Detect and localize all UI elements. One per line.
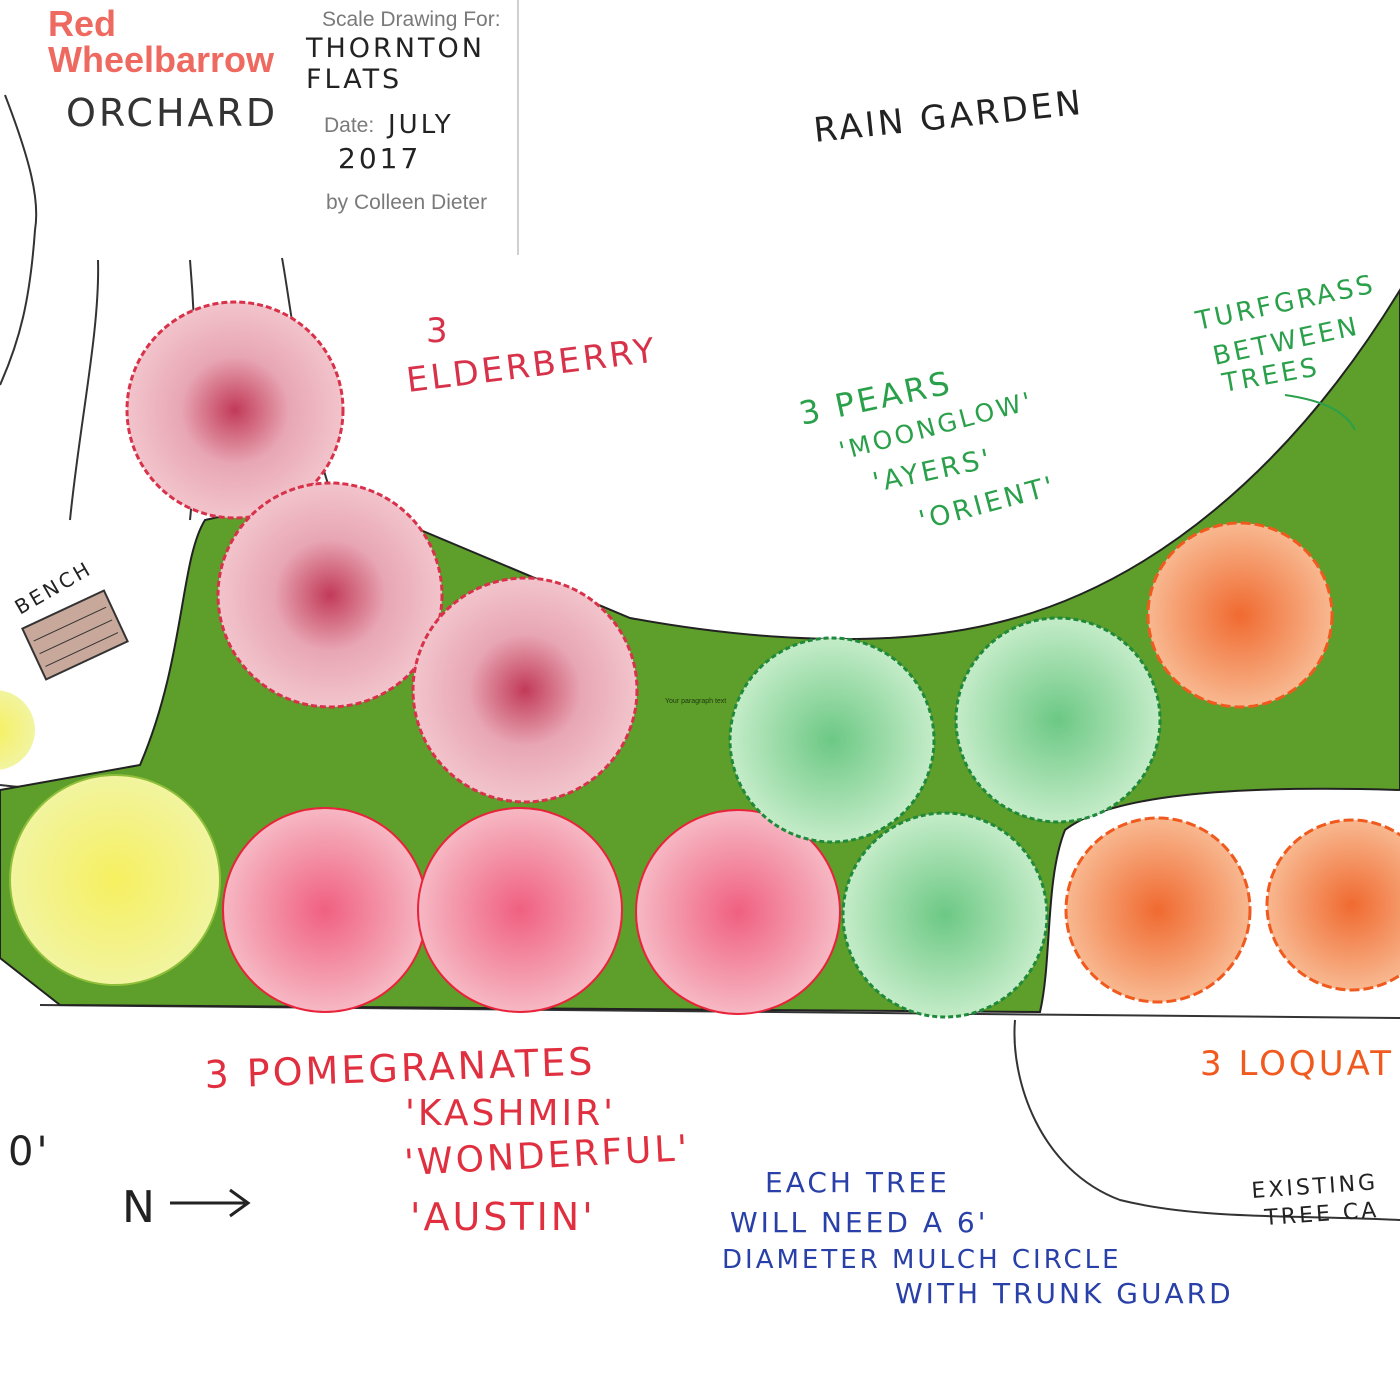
north-arrow-icon bbox=[170, 1188, 251, 1218]
author: by Colleen Dieter bbox=[326, 191, 487, 214]
date-line1: JULY bbox=[386, 110, 454, 140]
paragraph-placeholder: Your paragraph text bbox=[665, 698, 726, 705]
loquats-label: 3 LOQUAT bbox=[1200, 1044, 1394, 1084]
date-label: Date: bbox=[324, 114, 374, 137]
elderberry-tree bbox=[216, 481, 444, 709]
note-line: WITH TRUNK GUARD bbox=[895, 1277, 1234, 1310]
pomegranate-tree bbox=[417, 807, 623, 1013]
pomegranate-variety: 'AUSTIN' bbox=[410, 1195, 596, 1239]
loquat-trees bbox=[1064, 521, 1400, 1004]
bench-icon bbox=[21, 589, 129, 681]
existing-tree-label-group: EXISTING TREE CA bbox=[1251, 1170, 1380, 1231]
tree-note-group: EACH TREE WILL NEED A 6' DIAMETER MULCH … bbox=[722, 1166, 1234, 1310]
loquat-tree bbox=[1265, 818, 1400, 992]
loquat-tree bbox=[1146, 521, 1334, 709]
note-line: DIAMETER MULCH CIRCLE bbox=[722, 1245, 1122, 1275]
pear-tree bbox=[728, 636, 936, 844]
loquat-tree bbox=[1064, 816, 1252, 1004]
scale-label: Scale Drawing For: bbox=[322, 8, 501, 31]
pomegranate-tree bbox=[222, 807, 428, 1013]
pomegranate-variety: 'KASHMIR' bbox=[405, 1093, 616, 1134]
pear-trees bbox=[728, 616, 1162, 1019]
pear-tree bbox=[954, 616, 1162, 824]
brand-name-line1: Red bbox=[48, 3, 116, 44]
client-line1: THORNTON bbox=[305, 33, 485, 64]
pomegranate-tree bbox=[635, 809, 841, 1015]
elderberry-tree bbox=[411, 576, 639, 804]
date-line2: 2017 bbox=[338, 142, 421, 175]
existing-label: TREE CA bbox=[1263, 1198, 1380, 1231]
arrow-icon bbox=[1284, 394, 1356, 431]
bench bbox=[21, 589, 129, 681]
pears-label-group: 3 PEARS 'MOONGLOW' 'AYERS' 'ORIENT' bbox=[796, 363, 1060, 536]
elderberry-count: 3 bbox=[426, 311, 451, 351]
existing-tree bbox=[0, 690, 35, 770]
pear-tree bbox=[841, 811, 1049, 1019]
brand-name-line2: Wheelbarrow bbox=[48, 39, 275, 80]
title-block: Red Wheelbarrow ORCHARD Scale Drawing Fo… bbox=[48, 0, 519, 255]
pomegranates-label-group: 3 POMEGRANATES 'KASHMIR' 'WONDERFUL' 'AU… bbox=[204, 1039, 692, 1239]
rain-garden-label: RAIN GARDEN bbox=[812, 83, 1086, 151]
elderberry-tree bbox=[125, 300, 345, 520]
note-line: WILL NEED A 6' bbox=[730, 1206, 988, 1239]
pomegranates-label: 3 POMEGRANATES bbox=[204, 1039, 596, 1097]
existing-tree bbox=[9, 774, 221, 986]
project-type: ORCHARD bbox=[66, 91, 278, 135]
pomegranate-variety: 'WONDERFUL' bbox=[403, 1128, 691, 1184]
note-line: EACH TREE bbox=[765, 1166, 950, 1199]
north-label: N bbox=[122, 1182, 158, 1233]
scale-zero-label: 0' bbox=[8, 1129, 50, 1175]
elderberry-trees bbox=[125, 300, 639, 804]
client-line2: FLATS bbox=[306, 64, 402, 95]
pomegranate-trees bbox=[222, 807, 841, 1015]
